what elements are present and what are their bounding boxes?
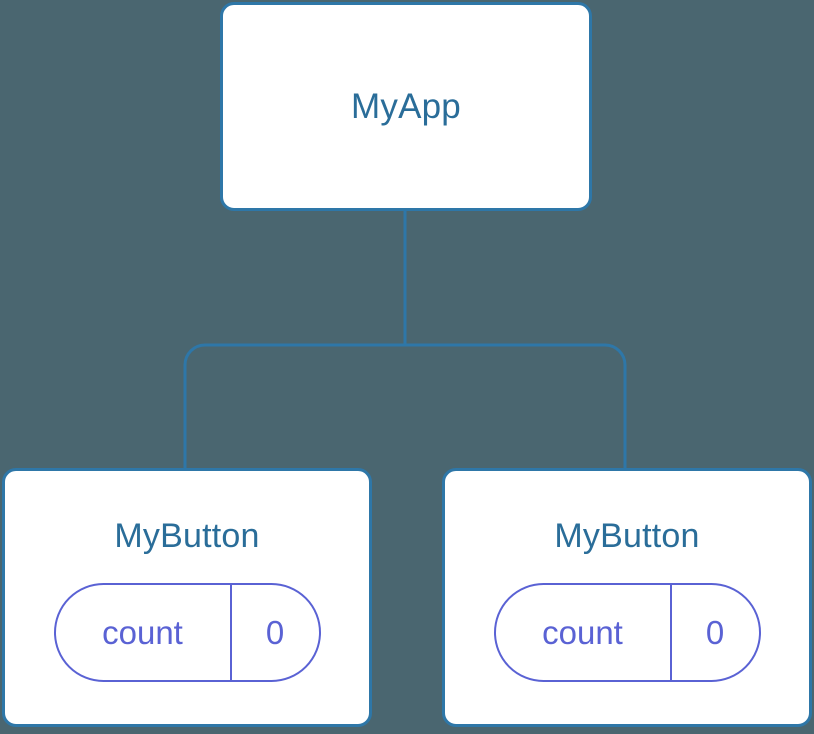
state-pill[interactable]: count 0 bbox=[53, 583, 321, 682]
edge-to-right-child bbox=[405, 343, 627, 468]
state-key: count bbox=[102, 614, 183, 651]
state-key: count bbox=[542, 614, 623, 651]
node-title: MyButton bbox=[554, 517, 700, 555]
state-value: 0 bbox=[669, 585, 759, 680]
node-mybutton-2[interactable]: MyButton count 0 bbox=[442, 468, 812, 727]
node-myapp[interactable]: MyApp bbox=[220, 2, 592, 211]
state-value: 0 bbox=[229, 585, 319, 680]
node-mybutton-1[interactable]: MyButton count 0 bbox=[2, 468, 372, 727]
state-pill[interactable]: count 0 bbox=[493, 583, 761, 682]
node-title: MyApp bbox=[351, 87, 461, 126]
edge-to-left-child bbox=[183, 343, 405, 468]
node-title: MyButton bbox=[114, 517, 260, 555]
